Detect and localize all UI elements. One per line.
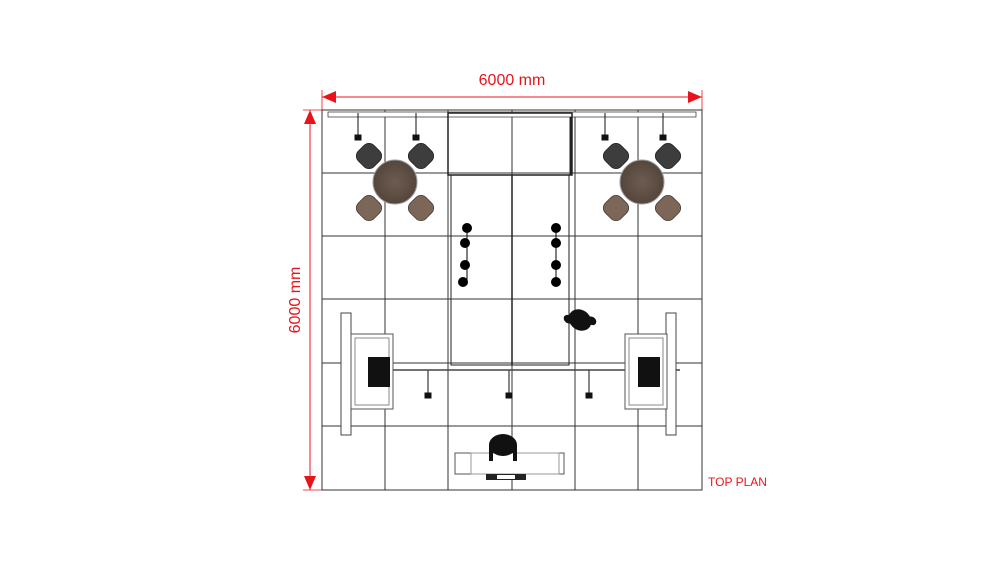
wall-hooks (458, 223, 561, 287)
tv-display-right (624, 312, 677, 436)
pendant-lights (354, 113, 667, 399)
lounge-set-right (600, 140, 684, 224)
round-table (372, 159, 418, 205)
person-figure (563, 309, 597, 331)
tv-display-left (340, 312, 394, 436)
depth-dimension (303, 109, 322, 491)
reception-chair (489, 434, 517, 461)
round-table (619, 159, 665, 205)
width-label: 6000 mm (479, 72, 546, 89)
depth-label: 6000 mm (287, 267, 304, 334)
back-wall-rail (327, 111, 697, 118)
plan-title: TOP PLAN (708, 475, 767, 489)
reception-counter (454, 452, 565, 480)
width-dimension (321, 90, 703, 110)
lounge-set-left (353, 140, 437, 224)
center-storage-room (447, 112, 573, 366)
